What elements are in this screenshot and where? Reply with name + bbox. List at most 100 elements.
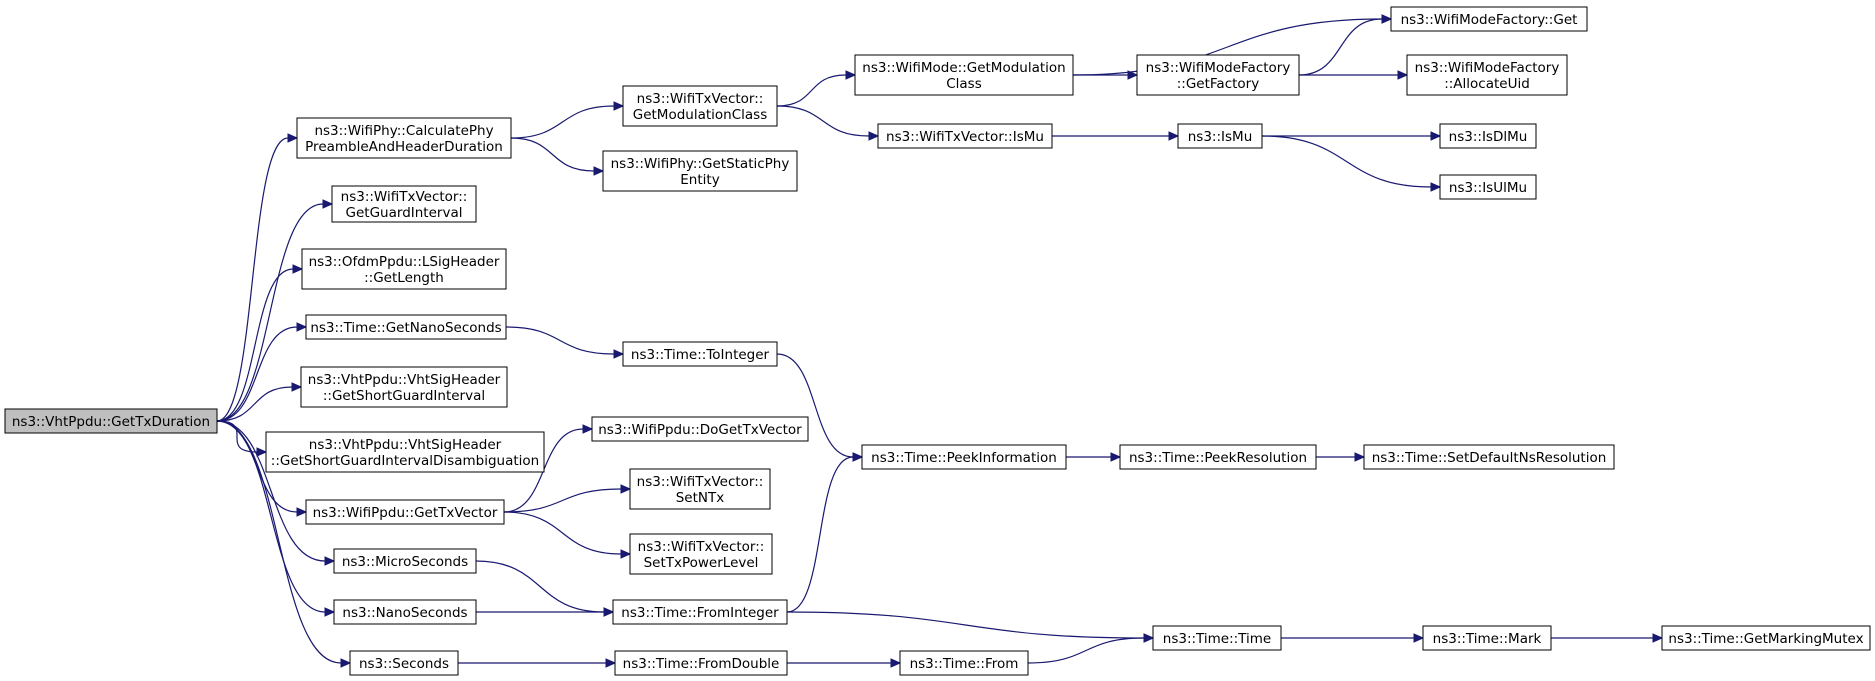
node-label: GetModulationClass	[633, 107, 768, 123]
edge-n9-n17	[476, 607, 615, 617]
node-label: ::GetLength	[364, 270, 444, 286]
edge-n8-n17	[475, 560, 615, 617]
edge-arrowhead	[1430, 182, 1442, 192]
node-n27[interactable]: ns3::WifiModeFactory::Get	[1390, 6, 1588, 32]
node-box	[629, 468, 771, 510]
node-n3[interactable]: ns3::OfdmPpdu::LSigHeader::GetLength	[301, 248, 507, 290]
edge-arrowhead	[296, 322, 308, 332]
node-label: ns3::WifiModeFactory	[1146, 60, 1291, 76]
node-n31[interactable]: ns3::Time::SetDefaultNsResolution	[1363, 444, 1615, 470]
node-box	[1406, 54, 1568, 96]
edge-n26-n32	[1280, 633, 1425, 643]
node-label: ns3::IsMu	[1188, 129, 1253, 145]
edge-line	[776, 74, 847, 107]
node-label: ::AllocateUid	[1444, 76, 1530, 92]
edge-n32-n33	[1550, 633, 1664, 643]
node-label: GetGuardInterval	[346, 205, 463, 221]
node-n20[interactable]: ns3::WifiTxVector::IsMu	[877, 123, 1053, 149]
edge-arrowhead	[1652, 633, 1664, 643]
edge-line	[786, 611, 1145, 639]
edge-n13-n21	[776, 353, 864, 462]
node-n26[interactable]: ns3::Time::Time	[1152, 625, 1282, 651]
edge-line	[786, 456, 854, 613]
node-n16[interactable]: ns3::WifiTxVector::SetTxPowerLevel	[629, 533, 773, 575]
node-label: ns3::WifiMode::GetModulation	[862, 60, 1065, 76]
edge-arrowhead	[613, 101, 625, 111]
node-box	[1422, 625, 1552, 651]
node-box	[301, 248, 507, 290]
node-label: ns3::WifiTxVector::	[637, 91, 764, 107]
node-n18[interactable]: ns3::Time::FromDouble	[614, 650, 788, 676]
node-n1[interactable]: ns3::WifiPhy::CalculatePhyPreambleAndHea…	[296, 117, 512, 159]
edge-n0-n4	[216, 322, 308, 422]
node-n0[interactable]: ns3::VhtPpdu::GetTxDuration	[4, 408, 218, 434]
node-n4[interactable]: ns3::Time::GetNanoSeconds	[305, 314, 507, 340]
node-box	[1661, 625, 1871, 651]
node-n29[interactable]: ns3::IsDlMu	[1439, 123, 1537, 149]
node-box	[861, 444, 1067, 470]
edge-line	[475, 560, 605, 613]
edge-line	[510, 105, 615, 139]
edge-n21-n25	[1065, 452, 1122, 462]
node-n11[interactable]: ns3::WifiTxVector::GetModulationClass	[622, 85, 778, 127]
node-n24[interactable]: ns3::IsMu	[1177, 123, 1263, 149]
node-label: PreambleAndHeaderDuration	[305, 139, 503, 155]
node-n22[interactable]: ns3::Time::From	[899, 650, 1029, 676]
node-n28[interactable]: ns3::WifiModeFactory::AllocateUid	[1406, 54, 1568, 96]
edge-arrowhead	[620, 484, 632, 494]
node-n15[interactable]: ns3::WifiTxVector::SetNTx	[629, 468, 771, 510]
node-label: ns3::Time::GetNanoSeconds	[310, 320, 501, 336]
node-n21[interactable]: ns3::Time::PeekInformation	[861, 444, 1067, 470]
edge-arrowhead	[613, 349, 625, 359]
node-n32[interactable]: ns3::Time::Mark	[1422, 625, 1552, 651]
edge-line	[216, 203, 324, 422]
node-n6[interactable]: ns3::VhtPpdu::VhtSigHeader::GetShortGuar…	[265, 431, 545, 473]
edge-arrowhead	[852, 452, 864, 462]
node-n8[interactable]: ns3::MicroSeconds	[333, 548, 477, 574]
node-n10[interactable]: ns3::Seconds	[349, 650, 459, 676]
edge-n4-n13	[505, 326, 625, 359]
node-box	[4, 408, 218, 434]
edge-n10-n18	[458, 658, 617, 668]
node-label: ns3::Time::ToInteger	[631, 347, 770, 363]
node-label: ::GetShortGuardIntervalDisambiguation	[271, 453, 539, 469]
node-n5[interactable]: ns3::VhtPpdu::VhtSigHeader::GetShortGuar…	[300, 366, 508, 408]
node-box	[877, 123, 1053, 149]
edge-arrowhead	[322, 199, 334, 209]
edge-line	[216, 420, 258, 453]
node-n17[interactable]: ns3::Time::FromInteger	[612, 599, 788, 625]
edge-arrowhead	[1143, 633, 1155, 643]
edge-n11-n20	[776, 105, 880, 141]
edge-arrowhead	[605, 658, 617, 668]
node-n33[interactable]: ns3::Time::GetMarkingMutex	[1661, 625, 1871, 651]
edge-arrowhead	[287, 133, 299, 143]
edge-line	[216, 137, 289, 422]
edge-line	[776, 353, 854, 458]
node-label: ::GetShortGuardInterval	[323, 388, 485, 404]
edge-line	[216, 420, 342, 664]
edge-n24-n29	[1262, 131, 1442, 141]
node-n13[interactable]: ns3::Time::ToInteger	[622, 341, 778, 367]
call-graph-nodes: ns3::VhtPpdu::GetTxDuration ns3::WifiPhy:…	[4, 6, 1871, 676]
call-graph-edges	[216, 14, 1664, 668]
edge-arrowhead	[340, 658, 352, 668]
node-n30[interactable]: ns3::IsUlMu	[1439, 174, 1537, 200]
node-label: ns3::WifiModeFactory	[1415, 60, 1560, 76]
node-n2[interactable]: ns3::WifiTxVector::GetGuardInterval	[331, 185, 477, 223]
node-n19[interactable]: ns3::WifiMode::GetModulationClass	[854, 54, 1074, 96]
node-label: ns3::OfdmPpdu::LSigHeader	[309, 254, 500, 270]
node-n7[interactable]: ns3::WifiPpdu::GetTxVector	[305, 499, 505, 525]
node-label: ns3::Time::FromInteger	[621, 605, 779, 621]
edge-arrowhead	[603, 607, 615, 617]
edge-n23-n28	[1299, 70, 1409, 80]
edge-arrowhead	[582, 424, 594, 434]
node-label: ns3::IsDlMu	[1449, 129, 1528, 145]
node-n14[interactable]: ns3::WifiPpdu::DoGetTxVector	[591, 416, 809, 442]
node-n23[interactable]: ns3::WifiModeFactory::GetFactory	[1136, 54, 1300, 96]
node-box	[899, 650, 1029, 676]
node-n9[interactable]: ns3::NanoSeconds	[333, 599, 477, 625]
node-label: ns3::Time::From	[910, 656, 1019, 672]
edge-arrowhead	[1127, 70, 1139, 80]
node-n25[interactable]: ns3::Time::PeekResolution	[1119, 444, 1317, 470]
